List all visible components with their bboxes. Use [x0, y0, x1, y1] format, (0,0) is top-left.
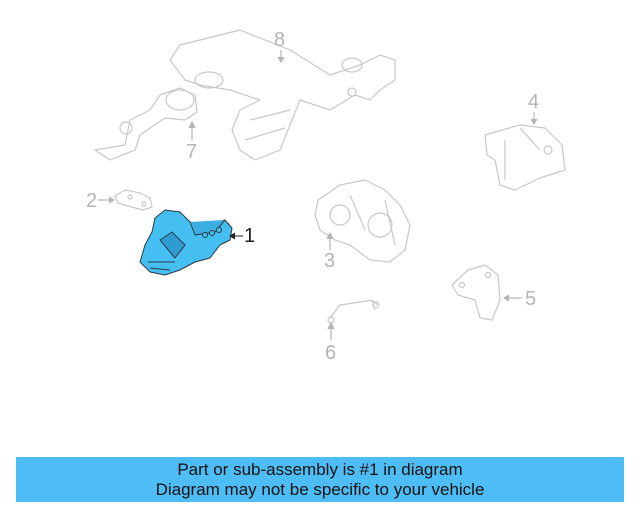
- part-2-bracket-illustration: [114, 189, 153, 211]
- callout-3[interactable]: 3: [324, 250, 336, 272]
- callout-4[interactable]: 4: [528, 91, 540, 113]
- part-1-engine-mount-illustration: [139, 209, 243, 276]
- part-6-pipe-illustration: [327, 299, 380, 324]
- banner-line-part-number: Part or sub-assembly is #1 in diagram: [177, 460, 463, 479]
- part-3-transmission-mount-illustration: [314, 179, 411, 263]
- callout-1[interactable]: 1: [244, 225, 256, 247]
- part-7-torque-rod-illustration: [94, 87, 198, 161]
- callout-2[interactable]: 2: [86, 190, 98, 212]
- diagram-drawing: [94, 29, 566, 340]
- info-banner: Part or sub-assembly is #1 in diagram Di…: [16, 457, 624, 502]
- banner-line-disclaimer: Diagram may not be specific to your vehi…: [155, 480, 485, 499]
- part-4-mount-illustration: [484, 124, 566, 191]
- parts-diagram: 1 2 3 4 5 6 7 8: [86, 29, 566, 364]
- part-5-bracket-illustration: [451, 264, 501, 321]
- callout-8[interactable]: 8: [274, 29, 286, 51]
- callout-6[interactable]: 6: [325, 342, 337, 364]
- callout-5[interactable]: 5: [525, 288, 537, 310]
- part-8-subframe-illustration: [169, 29, 396, 161]
- callout-7[interactable]: 7: [186, 141, 198, 163]
